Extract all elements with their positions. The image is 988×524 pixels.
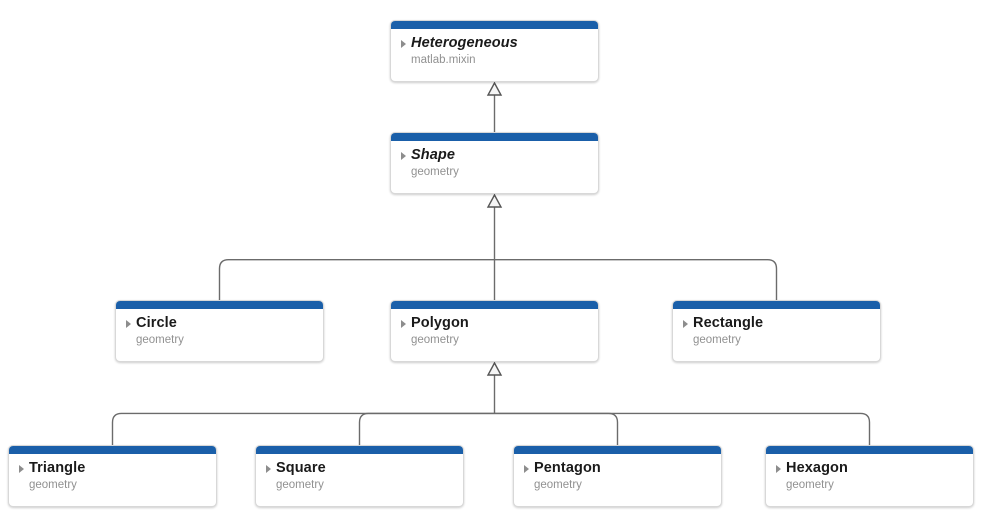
class-node-title-row: Shape [401,147,588,163]
class-node-package: geometry [534,479,582,492]
class-node-title-row: Triangle [19,460,206,476]
disclosure-triangle-icon[interactable] [776,465,781,474]
disclosure-triangle-icon[interactable] [401,152,406,161]
class-node-package: geometry [411,334,459,347]
class-node-circle[interactable]: Circle geometry [115,300,324,362]
connector-group-polygon [109,361,873,452]
class-node-title: Hexagon [786,460,848,476]
connector-hexagon-to-polygon [494,412,871,445]
class-node-header-bar [766,446,973,454]
class-node-square[interactable]: Square geometry [255,445,464,507]
disclosure-triangle-icon[interactable] [683,320,688,329]
class-node-body: Polygon geometry [391,309,598,355]
connector-circle-to-shape [218,259,495,300]
class-node-title: Circle [136,315,177,331]
class-node-title-row: Polygon [401,315,588,331]
class-node-title-row: Square [266,460,453,476]
disclosure-triangle-icon[interactable] [401,40,406,49]
class-node-body: Triangle geometry [9,454,216,500]
connector-pentagon-to-polygon [494,412,619,445]
class-node-title: Heterogeneous [411,35,518,51]
class-node-header-bar [256,446,463,454]
class-node-title: Square [276,460,326,476]
class-node-body: Rectangle geometry [673,309,880,355]
disclosure-triangle-icon[interactable] [401,320,406,329]
class-node-triangle[interactable]: Triangle geometry [8,445,217,507]
disclosure-triangle-icon[interactable] [266,465,271,474]
generalization-arrowhead-icon [486,193,503,208]
connector-square-to-polygon [358,412,495,445]
connector-triangle-to-polygon [111,412,495,445]
class-node-title-row: Hexagon [776,460,963,476]
class-node-package: matlab.mixin [411,54,476,67]
class-node-package: geometry [786,479,834,492]
disclosure-triangle-icon[interactable] [524,465,529,474]
connector-group-shape [216,193,780,307]
class-node-rectangle[interactable]: Rectangle geometry [672,300,881,362]
class-node-header-bar [9,446,216,454]
class-node-heterogeneous[interactable]: Heterogeneous matlab.mixin [390,20,599,82]
class-node-polygon[interactable]: Polygon geometry [390,300,599,362]
class-node-body: Heterogeneous matlab.mixin [391,29,598,75]
class-node-package: geometry [136,334,184,347]
class-node-package: geometry [276,479,324,492]
class-node-body: Hexagon geometry [766,454,973,500]
class-node-package: geometry [29,479,77,492]
class-node-title: Polygon [411,315,469,331]
class-node-title-row: Rectangle [683,315,870,331]
class-node-header-bar [514,446,721,454]
class-node-body: Circle geometry [116,309,323,355]
class-node-body: Shape geometry [391,141,598,187]
connector-rectangle-to-shape [494,259,778,300]
class-node-body: Pentagon geometry [514,454,721,500]
class-node-title: Rectangle [693,315,764,331]
class-node-pentagon[interactable]: Pentagon geometry [513,445,722,507]
class-node-title: Pentagon [534,460,601,476]
generalization-arrowhead-icon [486,361,503,376]
class-node-title-row: Circle [126,315,313,331]
class-node-hexagon[interactable]: Hexagon geometry [765,445,974,507]
class-node-package: geometry [693,334,741,347]
class-node-shape[interactable]: Shape geometry [390,132,599,194]
class-node-package: geometry [411,166,459,179]
connector-group-heterogeneous [486,81,503,139]
class-node-title: Shape [411,147,456,163]
class-node-title-row: Pentagon [524,460,711,476]
class-node-header-bar [673,301,880,309]
class-node-header-bar [391,21,598,29]
generalization-arrowhead-icon [486,81,503,96]
disclosure-triangle-icon[interactable] [19,465,24,474]
class-node-header-bar [391,301,598,309]
disclosure-triangle-icon[interactable] [126,320,131,329]
class-node-title-row: Heterogeneous [401,35,588,51]
class-node-body: Square geometry [256,454,463,500]
class-node-title: Triangle [29,460,86,476]
class-node-header-bar [391,133,598,141]
class-node-header-bar [116,301,323,309]
